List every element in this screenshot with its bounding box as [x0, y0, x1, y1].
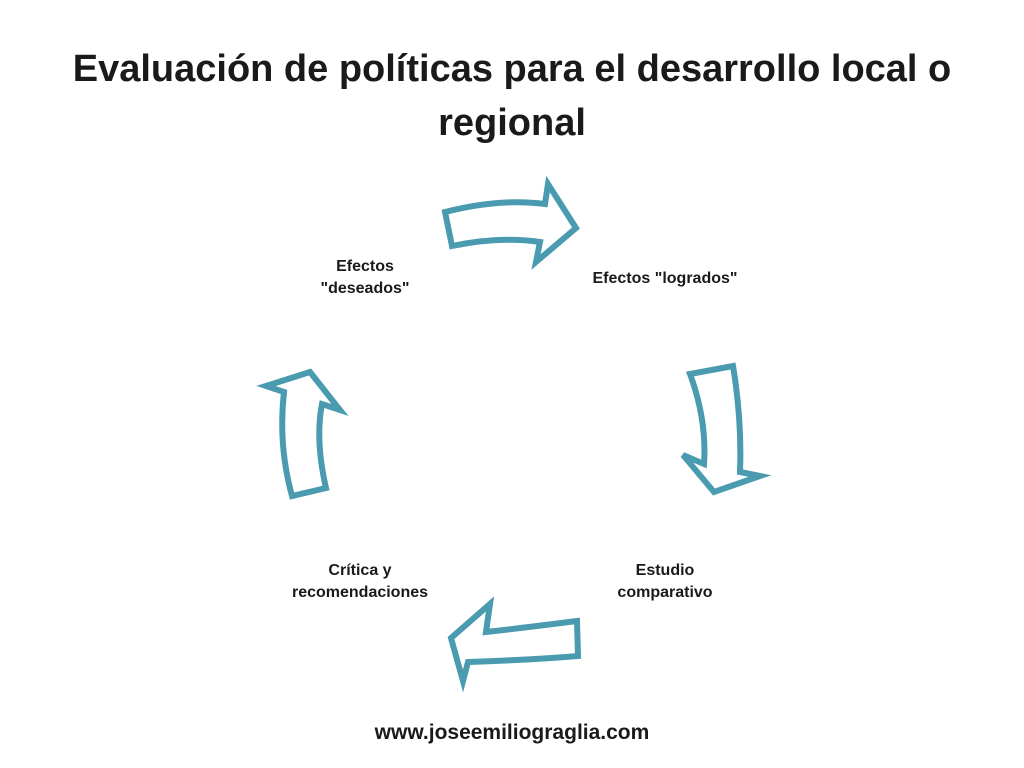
node-critica-recomendaciones-line2: recomendaciones — [291, 584, 429, 601]
node-efectos-deseados: Efectos "deseados" — [290, 256, 440, 300]
arrow-logrados-to-estudio — [680, 362, 772, 496]
node-estudio-comparativo: Estudio comparativo — [575, 560, 755, 604]
node-efectos-deseados-line2: "deseados" — [320, 280, 410, 297]
footer-url: www.joseemiliograglia.com — [374, 721, 650, 744]
node-critica-recomendaciones: Crítica y recomendaciones — [255, 560, 465, 604]
node-estudio-comparativo-line2: comparativo — [617, 584, 713, 601]
node-critica-recomendaciones-line1: Crítica y — [328, 562, 392, 579]
node-efectos-logrados: Efectos "logrados" — [555, 268, 775, 290]
node-efectos-deseados-line1: Efectos — [336, 258, 394, 275]
node-efectos-logrados-text: Efectos "logrados" — [592, 270, 738, 287]
arrow-critica-to-deseados — [256, 368, 349, 500]
node-estudio-comparativo-line1: Estudio — [635, 562, 695, 579]
arrow-deseados-to-logrados — [441, 175, 580, 270]
slide-title: Evaluación de políticas para el desarrol… — [72, 48, 952, 144]
arrow-estudio-to-critica — [447, 596, 582, 693]
